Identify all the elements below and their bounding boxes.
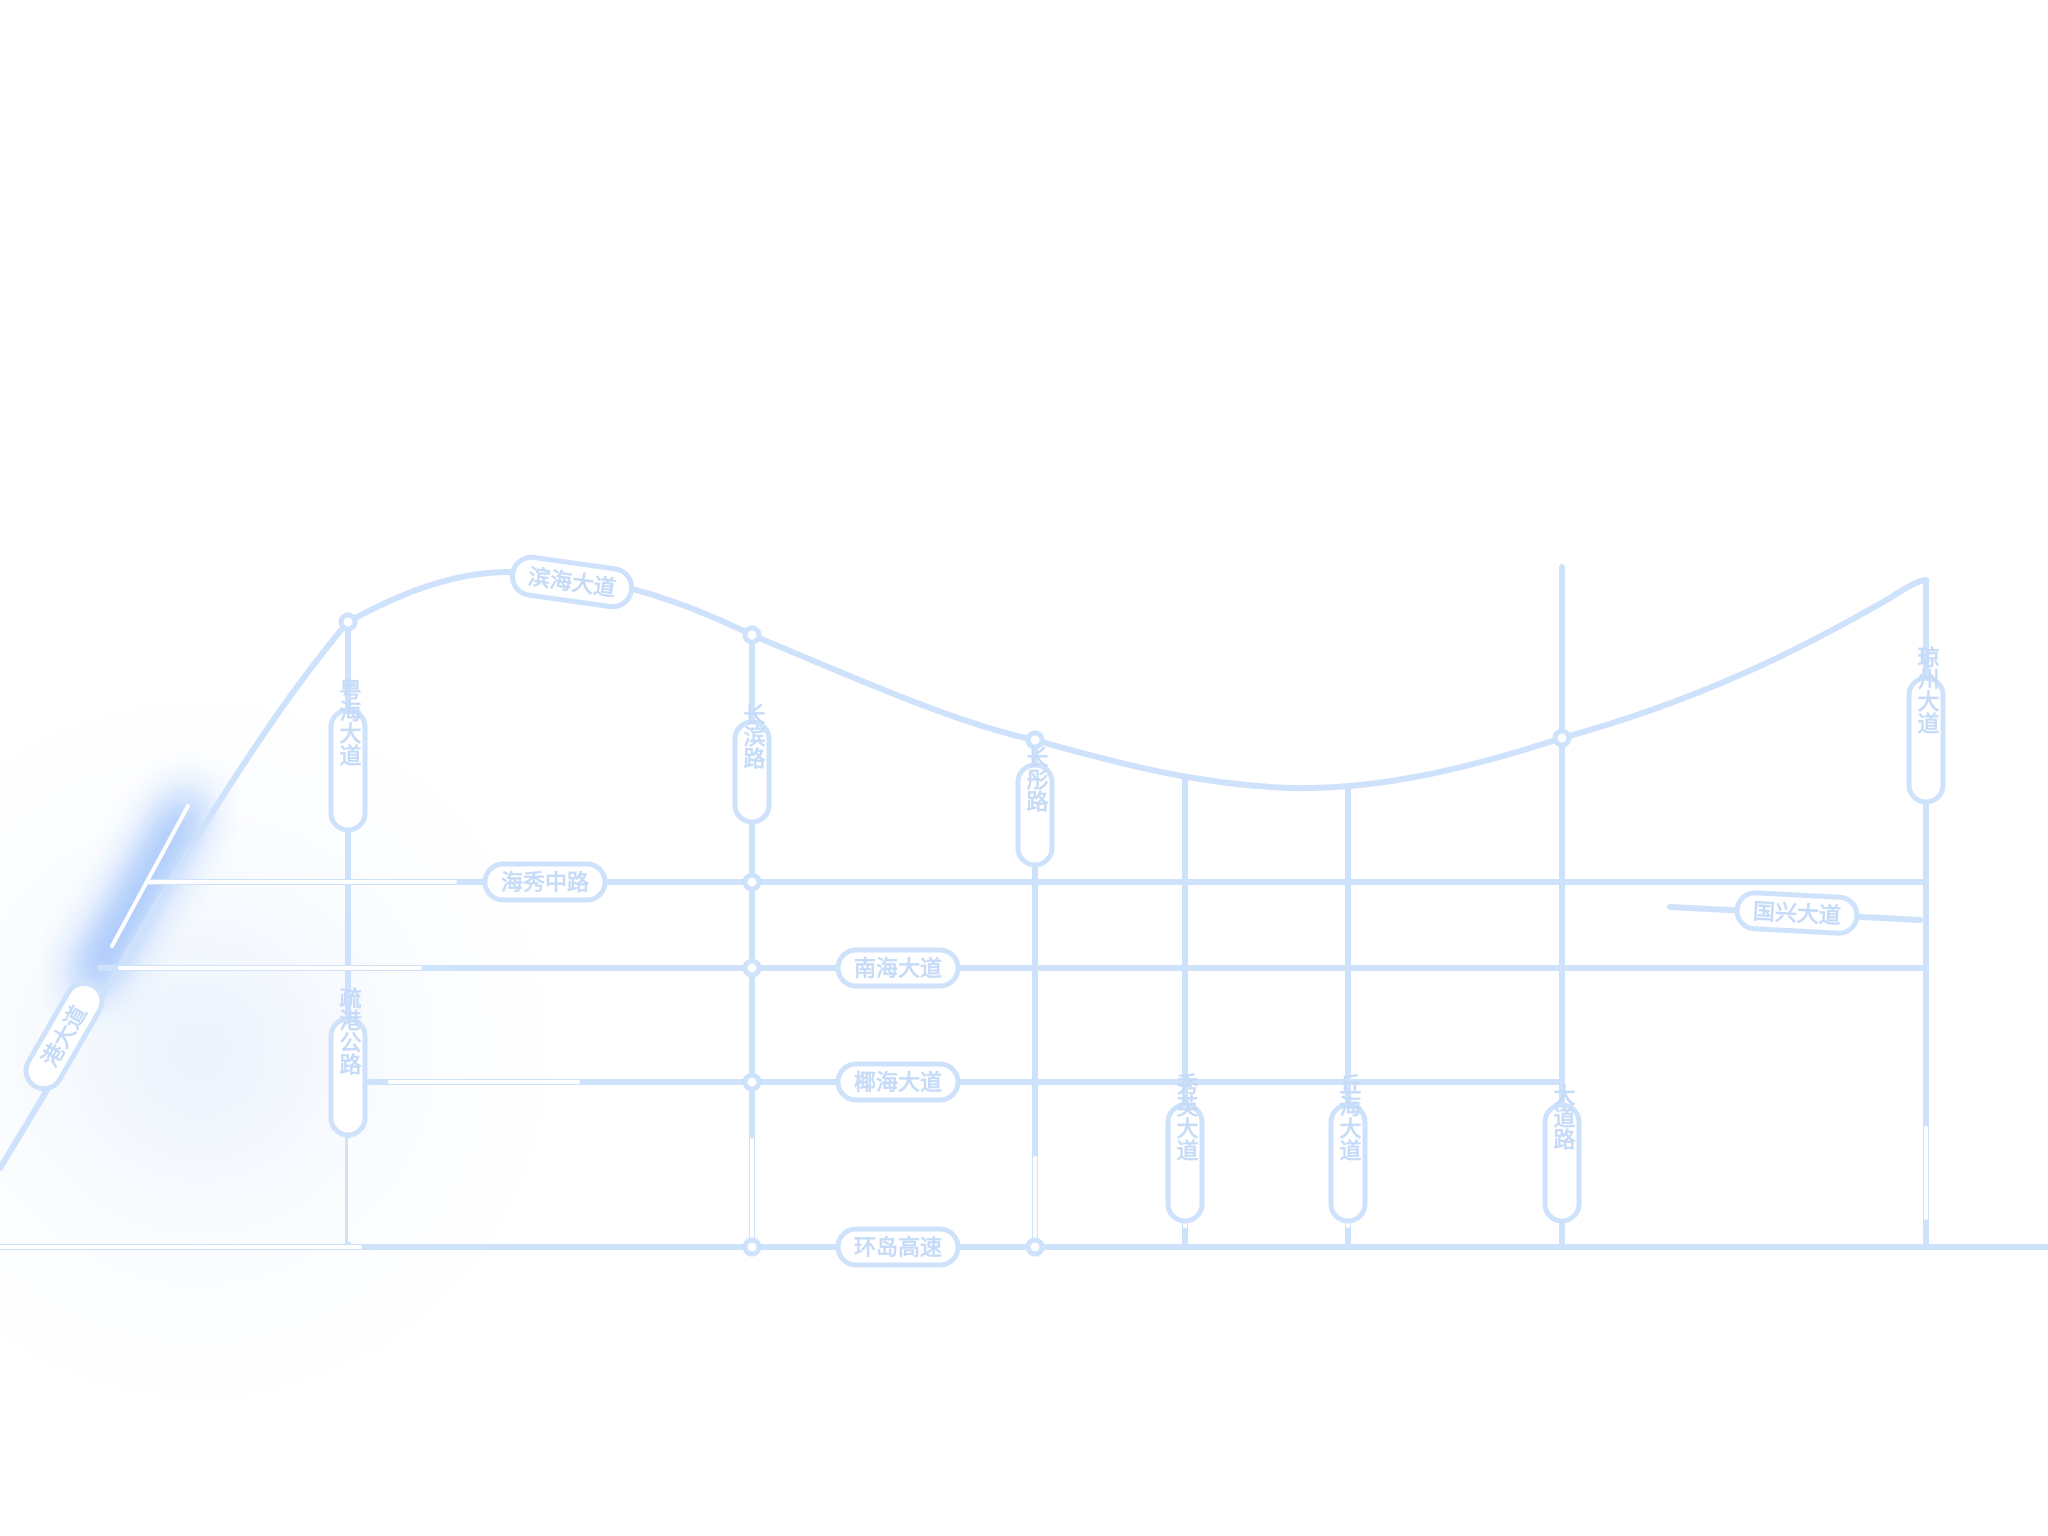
label-yehai: 椰海大道 [835,1061,961,1103]
svg-text:秀英大道: 秀英大道 [1173,1073,1200,1161]
node [742,872,762,892]
label-changbin: 长滨路 [732,703,772,825]
node [1552,728,1572,748]
svg-text:丘海大道: 丘海大道 [1336,1073,1362,1161]
node [742,958,762,978]
label-guoxing: 国兴大道 [1734,890,1860,936]
label-changtong: 长彤路 [1015,746,1055,868]
node [742,625,762,645]
label-haixiu: 海秀中路 [482,861,608,903]
label-huandao: 环岛高速 [835,1226,961,1268]
left-haze [0,630,620,1470]
label-qiongzhou: 琼州大道 [1906,645,1946,805]
label-v1562: 大道路 [1542,1084,1582,1224]
svg-text:环岛高速: 环岛高速 [854,1235,942,1261]
svg-text:粤海大道: 粤海大道 [336,677,362,766]
road-labels: 滨海大道 粤海大道 长滨路 长彤路 琼州大道 海秀中路 [23,554,1946,1268]
node [742,1237,762,1257]
svg-text:椰海大道: 椰海大道 [854,1070,942,1096]
node [1025,1237,1045,1257]
highlight-strokes [0,804,1928,1249]
svg-text:琼州大道: 琼州大道 [1914,645,1940,734]
label-binhai: 滨海大道 [509,554,635,610]
svg-text:疏港公路: 疏港公路 [336,986,362,1075]
node [1025,730,1045,750]
svg-text:国兴大道: 国兴大道 [1752,899,1841,930]
label-nanhai: 南海大道 [835,947,961,989]
svg-text:南海大道: 南海大道 [854,956,942,982]
svg-text:长滨路: 长滨路 [740,703,766,769]
label-shugang: 疏港公路 [328,986,368,1138]
node [742,1072,762,1092]
svg-text:海秀中路: 海秀中路 [501,870,590,896]
svg-text:长彤路: 长彤路 [1023,746,1049,812]
label-yuehai: 粤海大道 [328,677,368,833]
svg-text:大道路: 大道路 [1550,1084,1576,1150]
intersection-nodes [338,612,1572,1257]
node [338,612,358,632]
label-qiuhai: 丘海大道 [1328,1073,1368,1224]
label-xiuying: 秀英大道 [1165,1073,1205,1224]
road-binhai [0,568,1929,1171]
